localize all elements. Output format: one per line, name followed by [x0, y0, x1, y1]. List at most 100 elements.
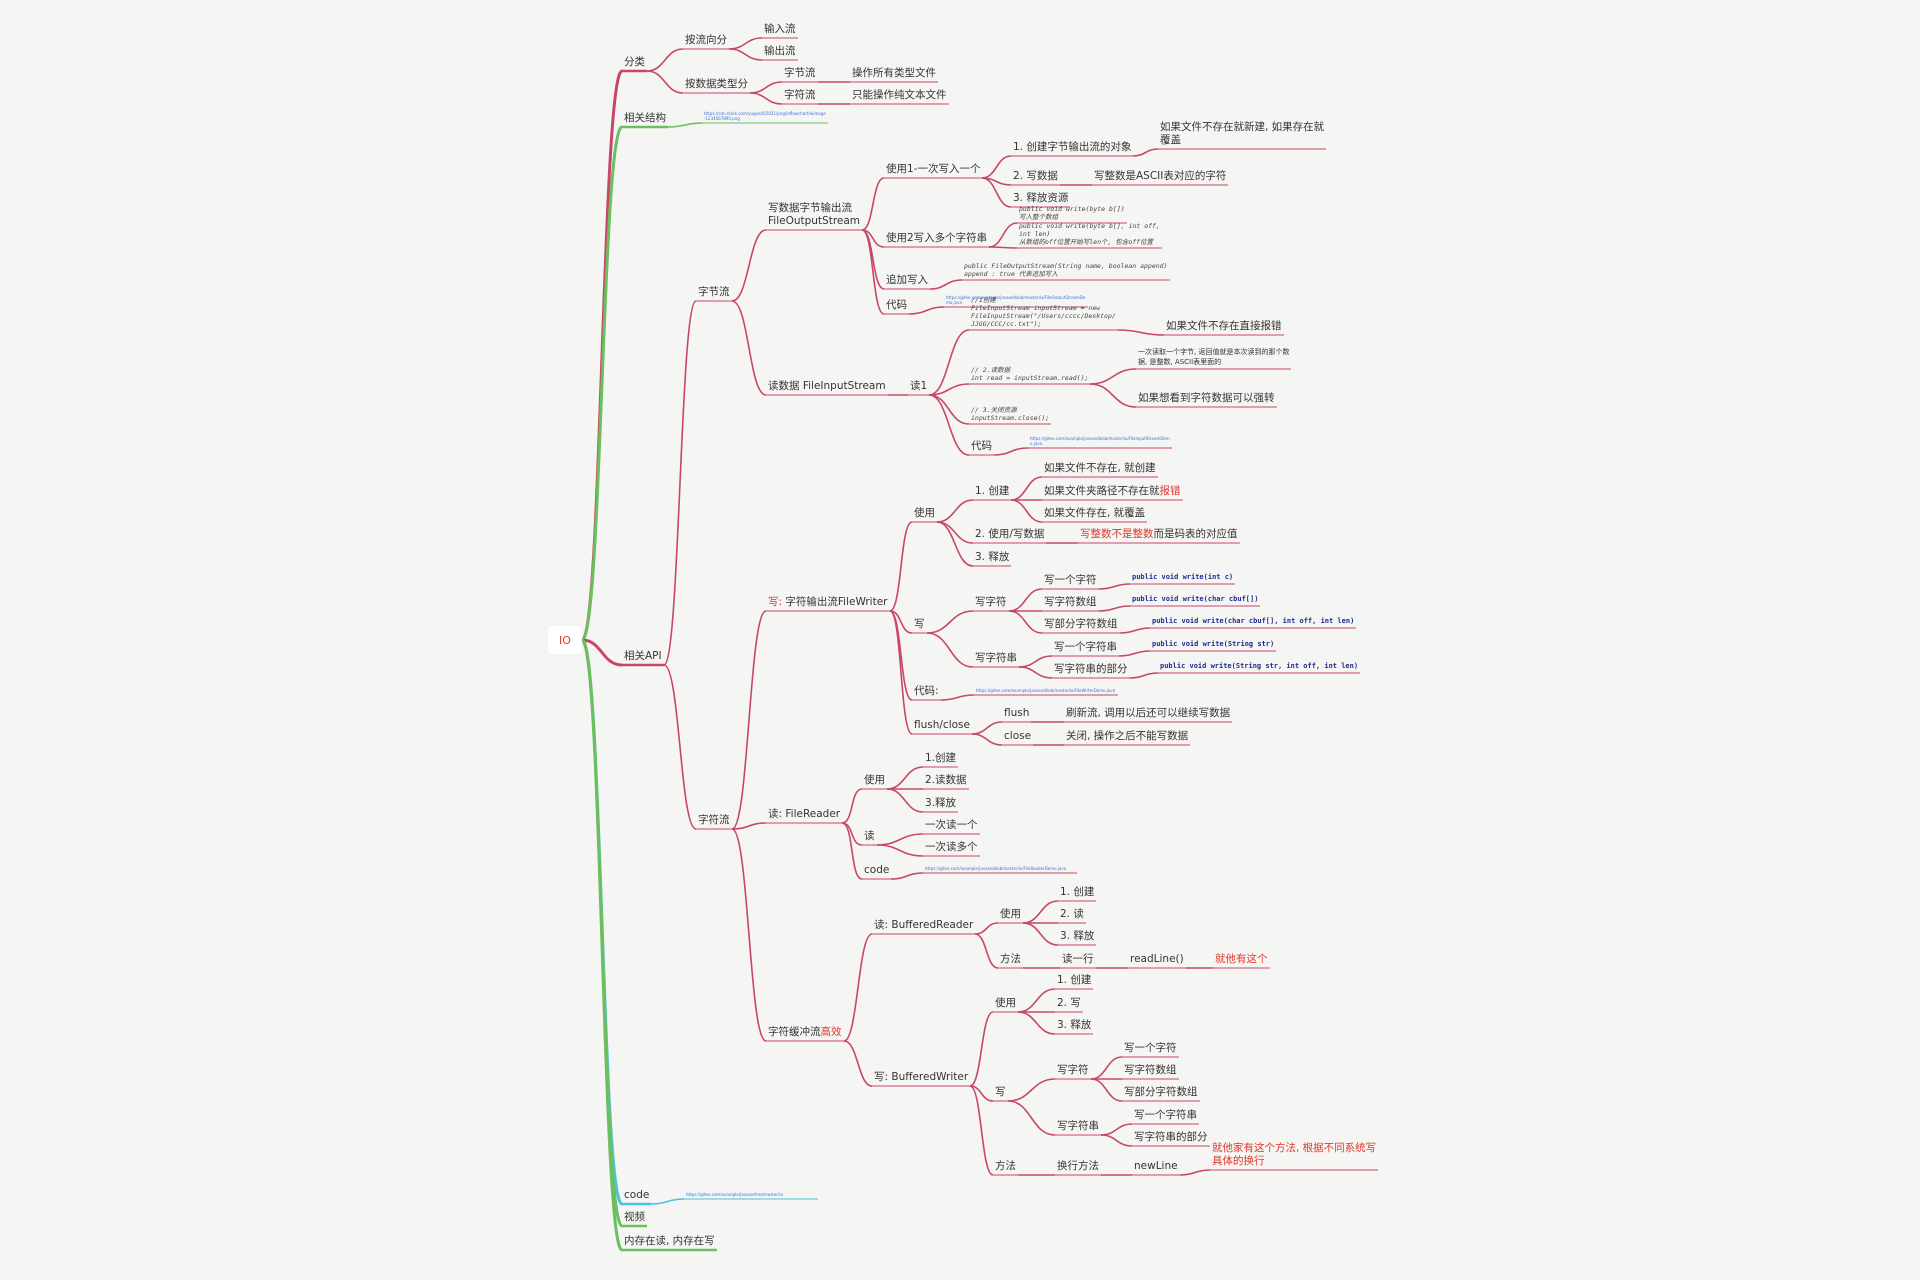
node-zj1a[interactable]: 操作所有类型文件 — [852, 67, 936, 80]
node-fos-code-1[interactable]: https://gitee.com/example/javase/blob/ma… — [946, 295, 1086, 305]
node-bw[interactable]: 写: BufferedWriter — [874, 1071, 968, 1084]
node-video[interactable]: 视频 — [624, 1211, 645, 1224]
node-fw[interactable]: 写: 字符输出流FileWriter — [768, 596, 888, 609]
node-fw-close[interactable]: close — [1004, 730, 1031, 743]
node-fw-code[interactable]: 代码: — [914, 685, 939, 698]
node-bw-m1a[interactable]: newLine — [1134, 1160, 1178, 1173]
node-bw-ws2[interactable]: 写字符串的部分 — [1134, 1131, 1208, 1144]
node-fos-u2[interactable]: 使用2写入多个字符串 — [886, 232, 987, 245]
node-bw-wc2[interactable]: 写字符数组 — [1124, 1064, 1177, 1077]
node-fw-wc3[interactable]: 写部分字符数组 — [1044, 618, 1118, 631]
node-fw-wc3a[interactable]: public void write(char cbuf[], int off, … — [1152, 617, 1354, 626]
node-fw-flush[interactable]: flush — [1004, 707, 1029, 720]
node-fos-u1[interactable]: 使用1-一次写入一个 — [886, 163, 980, 176]
node-fw-close-a[interactable]: 关闭, 操作之后不能写数据 — [1066, 730, 1188, 743]
node-fw-fc[interactable]: flush/close — [914, 719, 970, 732]
node-fw-wc[interactable]: 写字符 — [975, 596, 1007, 609]
node-fw-use1b[interactable]: 如果文件夹路径不存在就报错 — [1044, 485, 1181, 498]
node-fr-read[interactable]: 读 — [864, 830, 875, 843]
node-fr[interactable]: 读: FileReader — [768, 808, 840, 821]
node-fr-code[interactable]: code — [864, 864, 889, 877]
node-shuru[interactable]: 输入流 — [764, 23, 796, 36]
node-fis-code-1[interactable]: https://gitee.com/example/javase/blob/ma… — [1030, 436, 1170, 446]
node-fw-wc1[interactable]: 写一个字符 — [1044, 574, 1097, 587]
node-bw-use2[interactable]: 2. 写 — [1057, 997, 1081, 1010]
node-br[interactable]: 读: BufferedReader — [874, 919, 973, 932]
node-fos-u2-1[interactable]: public void write(byte b[])写入整个数组 — [1019, 205, 1125, 221]
node-jiegou-link[interactable]: https://cdn.nlark.com/yuque/0/2021/png/i… — [704, 111, 826, 121]
node-fw-use2a[interactable]: 写整数不是整数而是码表的对应值 — [1080, 528, 1238, 541]
node-fr-use[interactable]: 使用 — [864, 774, 885, 787]
node-liuxiang[interactable]: 按流向分 — [685, 34, 727, 47]
node-fis-r1[interactable]: 读1 — [910, 380, 927, 393]
node-fr-code-1[interactable]: https://gitee.com/example/javase/blob/ma… — [925, 866, 1075, 871]
node-code[interactable]: code — [624, 1189, 649, 1202]
node-bw-m[interactable]: 方法 — [995, 1160, 1016, 1173]
node-fw-use1a[interactable]: 如果文件不存在, 就创建 — [1044, 462, 1156, 475]
node-br-use2[interactable]: 2. 读 — [1060, 908, 1084, 921]
node-fos-u1-2a[interactable]: 写整数是ASCII表对应的字符 — [1094, 170, 1226, 183]
node-fenlei[interactable]: 分类 — [624, 56, 645, 69]
node-bw-wc[interactable]: 写字符 — [1057, 1064, 1089, 1077]
node-fw-code-1[interactable]: https://gitee.com/example/javase/blob/ma… — [976, 688, 1116, 693]
node-br-use1[interactable]: 1. 创建 — [1060, 886, 1094, 899]
node-fw-use1c[interactable]: 如果文件存在, 就覆盖 — [1044, 507, 1145, 520]
node-fw-ws2a[interactable]: public void write(String str, int off, i… — [1160, 662, 1358, 671]
node-fos-u2-2[interactable]: public void write(byte b[], int off,int … — [1019, 222, 1160, 246]
node-fis[interactable]: 读数据 FileInputStream — [768, 380, 886, 393]
node-fos-app-1[interactable]: public FileOutputStream(String name, boo… — [964, 262, 1168, 278]
node-fr-use3[interactable]: 3.释放 — [925, 797, 956, 810]
node-fw-wc2a[interactable]: public void write(char cbuf[]) — [1132, 595, 1258, 604]
node-fr-use1[interactable]: 1.创建 — [925, 752, 956, 765]
node-code-link[interactable]: https://gitee.com/example/javase/tree/ma… — [686, 1192, 816, 1197]
node-bw-wc1[interactable]: 写一个字符 — [1124, 1042, 1177, 1055]
node-bw-use3[interactable]: 3. 释放 — [1057, 1019, 1091, 1032]
node-bw-w[interactable]: 写 — [995, 1086, 1006, 1099]
node-fw-use3[interactable]: 3. 释放 — [975, 551, 1009, 564]
node-fr-use2[interactable]: 2.读数据 — [925, 774, 967, 787]
node-br-use3[interactable]: 3. 释放 — [1060, 930, 1094, 943]
node-br-m1b[interactable]: 就他有这个 — [1215, 953, 1268, 966]
node-fos-u1-3[interactable]: 3. 释放资源 — [1013, 192, 1068, 205]
node-fos-code[interactable]: 代码 — [886, 299, 907, 312]
node-fw-flush-a[interactable]: 刷新流, 调用以后还可以继续写数据 — [1066, 707, 1230, 720]
node-bw-use[interactable]: 使用 — [995, 997, 1016, 1010]
node-bw-wc3[interactable]: 写部分字符数组 — [1124, 1086, 1198, 1099]
node-fw-wc2[interactable]: 写字符数组 — [1044, 596, 1097, 609]
node-br-m[interactable]: 方法 — [1000, 953, 1021, 966]
node-zjl[interactable]: 字节流 — [698, 286, 730, 299]
node-bw-ws[interactable]: 写字符串 — [1057, 1120, 1099, 1133]
node-br-use[interactable]: 使用 — [1000, 908, 1021, 921]
node-zf1a[interactable]: 只能操作纯文本文件 — [852, 89, 947, 102]
node-shuchu[interactable]: 输出流 — [764, 45, 796, 58]
node-buf[interactable]: 字符缓冲流高效 — [768, 1026, 842, 1039]
node-fw-use[interactable]: 使用 — [914, 507, 935, 520]
node-fis-c2a[interactable]: 一次读取一个字节, 返回值就是本次读到的那个数据, 是整数, ASCII表里面的 — [1138, 347, 1289, 367]
node-api[interactable]: 相关API — [624, 650, 662, 663]
node-fos-u1-1[interactable]: 1. 创建字节输出流的对象 — [1013, 141, 1131, 154]
node-fw-use2[interactable]: 2. 使用/写数据 — [975, 528, 1044, 541]
node-bw-ws1[interactable]: 写一个字符串 — [1134, 1109, 1197, 1122]
node-fw-ws[interactable]: 写字符串 — [975, 652, 1017, 665]
node-fos-u1-1a[interactable]: 如果文件不存在就新建, 如果存在就覆盖 — [1160, 121, 1324, 147]
node-br-m1[interactable]: 读一行 — [1062, 953, 1094, 966]
node-leixing[interactable]: 按数据类型分 — [685, 78, 748, 91]
node-br-m1a[interactable]: readLine() — [1130, 953, 1184, 966]
node-zf1[interactable]: 字符流 — [784, 89, 816, 102]
node-fr-read1[interactable]: 一次读一个 — [925, 819, 978, 832]
root-node[interactable]: IO — [548, 626, 582, 654]
node-fw-use1[interactable]: 1. 创建 — [975, 485, 1009, 498]
node-fw-ws1[interactable]: 写一个字符串 — [1054, 641, 1117, 654]
node-fw-ws2[interactable]: 写字符串的部分 — [1054, 663, 1128, 676]
node-fis-c2b[interactable]: 如果想看到字符数据可以强转 — [1138, 392, 1275, 405]
node-jiegou[interactable]: 相关结构 — [624, 112, 666, 125]
node-fw-w[interactable]: 写 — [914, 618, 925, 631]
node-mem[interactable]: 内存在读, 内存在写 — [624, 1235, 715, 1248]
node-fis-c1a[interactable]: 如果文件不存在直接报错 — [1166, 320, 1282, 333]
node-fis-code[interactable]: 代码 — [971, 440, 992, 453]
node-fr-read2[interactable]: 一次读多个 — [925, 841, 978, 854]
